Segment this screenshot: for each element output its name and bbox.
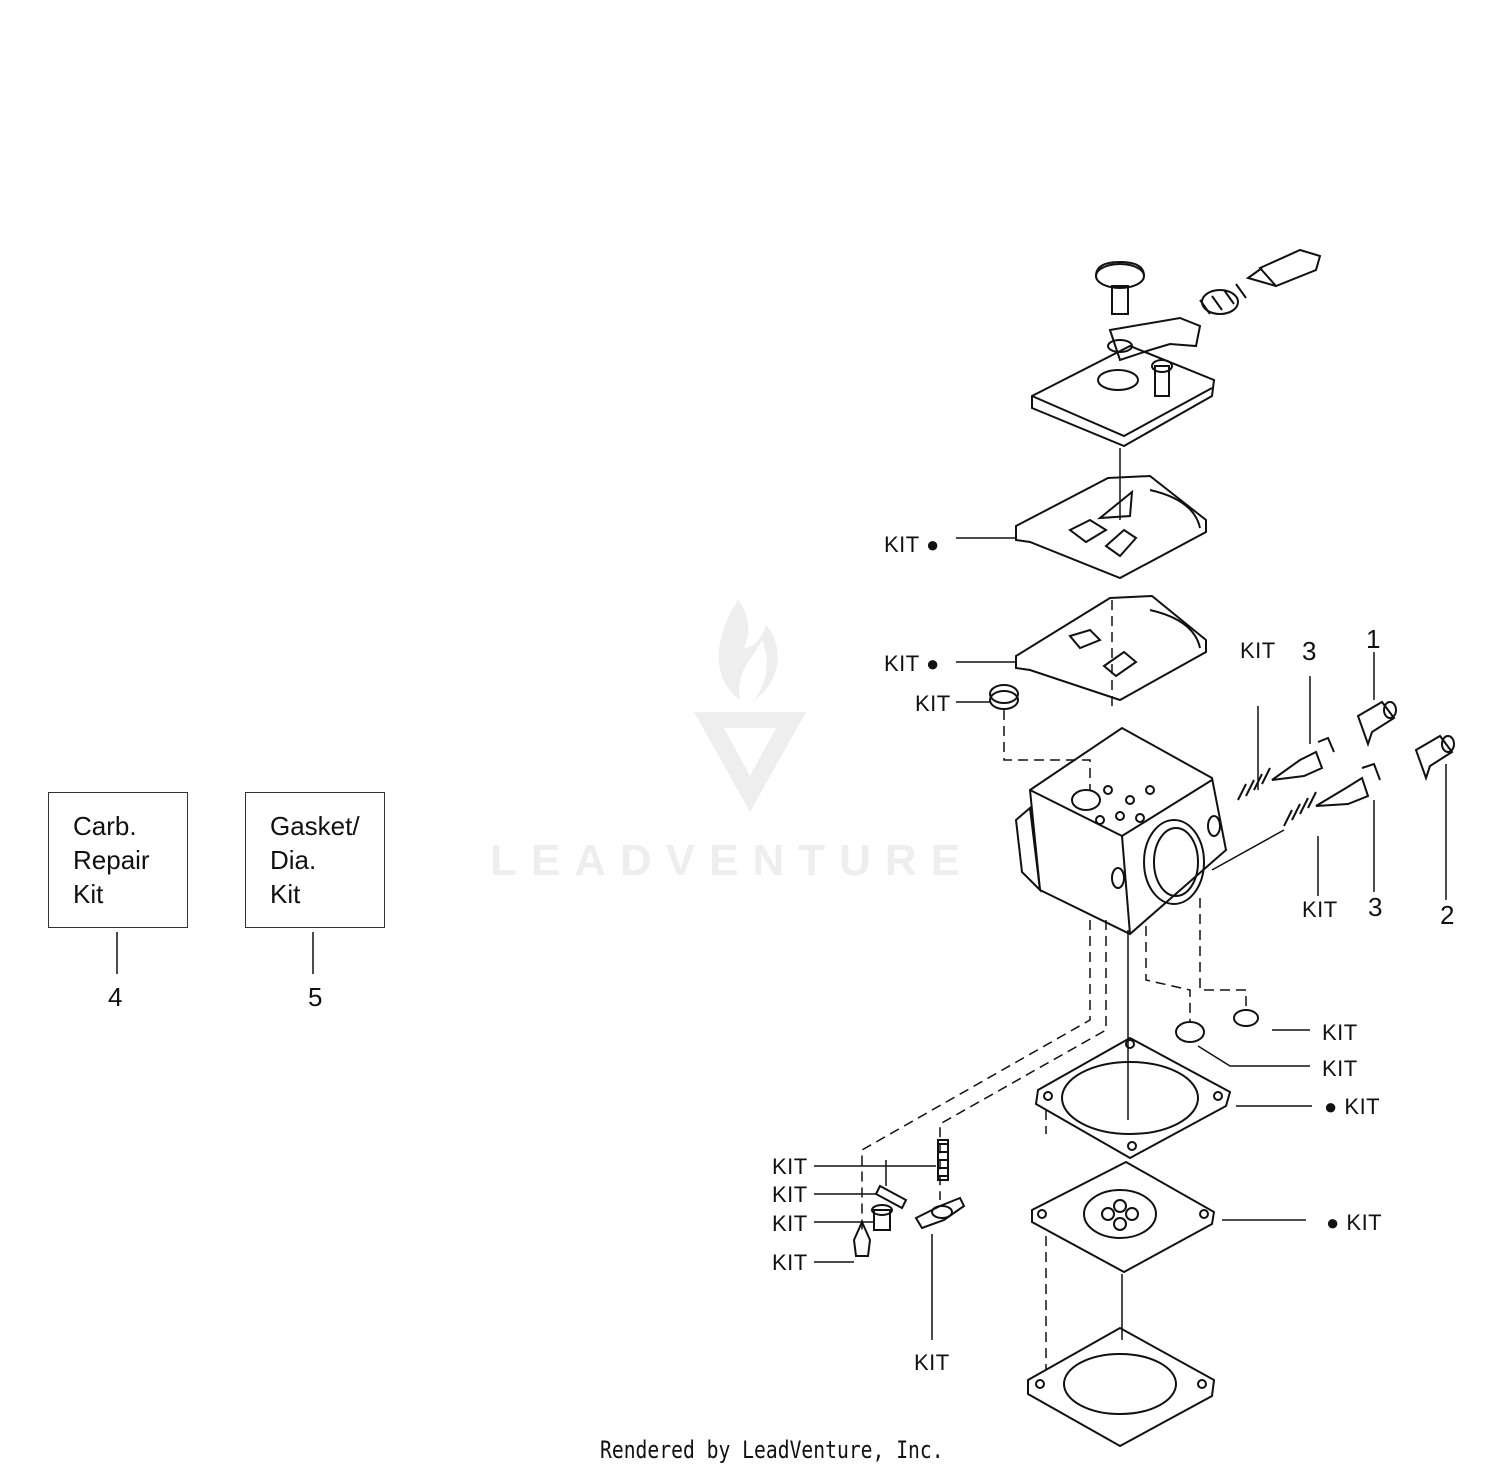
metering-gasket-part — [1015, 594, 1207, 702]
ref-number-3: 3 — [1368, 892, 1383, 922]
kit-label: KIT — [1322, 1020, 1358, 1045]
metering-lever-part — [914, 1196, 966, 1230]
gasket-dia-kit-box: Gasket/ Dia. Kit — [245, 792, 385, 928]
kit-label: KIT — [772, 1211, 808, 1236]
kit-box-line: Repair — [73, 845, 150, 875]
pump-diaphragm-part — [1031, 1160, 1216, 1274]
kit-label: KIT — [914, 1350, 950, 1375]
kit-label: KIT — [772, 1182, 808, 1207]
check-valve-disc-part — [1175, 1021, 1205, 1043]
kit-box-line: Kit — [73, 879, 104, 909]
kit-label: ● KIT — [1324, 1094, 1381, 1119]
watermark-logo-icon — [694, 600, 806, 812]
kit-box-line: Gasket/ — [270, 811, 360, 841]
metering-cover-part — [1031, 344, 1216, 448]
ref-number-3: 3 — [1302, 636, 1317, 666]
kit-label: KIT — [915, 691, 951, 716]
kit-label: KIT — [1302, 897, 1338, 922]
kit-box-line: Dia. — [270, 845, 317, 875]
metering-spring-part — [937, 1139, 949, 1181]
throttle-lever-part — [1107, 316, 1202, 362]
kit-label: ● KIT — [1326, 1210, 1383, 1235]
kit-box-line: Carb. — [73, 811, 137, 841]
kit-box-line: Kit — [270, 879, 301, 909]
inlet-needle-part — [852, 1219, 872, 1257]
pump-cover-part — [1027, 1326, 1216, 1448]
kit-label: KIT — [772, 1154, 808, 1179]
low-speed-needle-part — [1283, 762, 1381, 827]
carb-repair-kit-box: Carb. Repair Kit — [48, 792, 188, 928]
kit-label: KIT ● — [884, 651, 940, 676]
watermark-text: LEADVENTURE — [490, 836, 975, 885]
lever-pin-part — [874, 1184, 908, 1210]
pump-screen-part — [1233, 1009, 1259, 1027]
limiter-cap-1-part — [1356, 700, 1397, 748]
adjust-screw-head-part — [1095, 260, 1145, 315]
kit-label: KIT — [1240, 638, 1276, 663]
inlet-screen-part — [989, 684, 1019, 710]
metering-diaphragm-part — [1015, 474, 1207, 580]
footer-credit: Rendered by LeadVenture, Inc. — [600, 1436, 944, 1464]
pump-gasket-part — [1034, 1036, 1232, 1160]
ref-number-5: 5 — [308, 982, 323, 1012]
carburetor-body-part — [1014, 726, 1228, 936]
kit-label: KIT ● — [884, 532, 940, 557]
kit-label: KIT — [772, 1250, 808, 1275]
ref-number-2: 2 — [1440, 900, 1455, 930]
kit-label: KIT — [1322, 1056, 1358, 1081]
ref-number-4: 4 — [108, 982, 123, 1012]
lever-screw-part — [871, 1204, 893, 1231]
ref-number-1: 1 — [1366, 624, 1381, 654]
limiter-cap-2-part — [1414, 734, 1455, 782]
idle-screw-part — [1199, 248, 1322, 315]
high-speed-needle-part — [1237, 736, 1335, 801]
